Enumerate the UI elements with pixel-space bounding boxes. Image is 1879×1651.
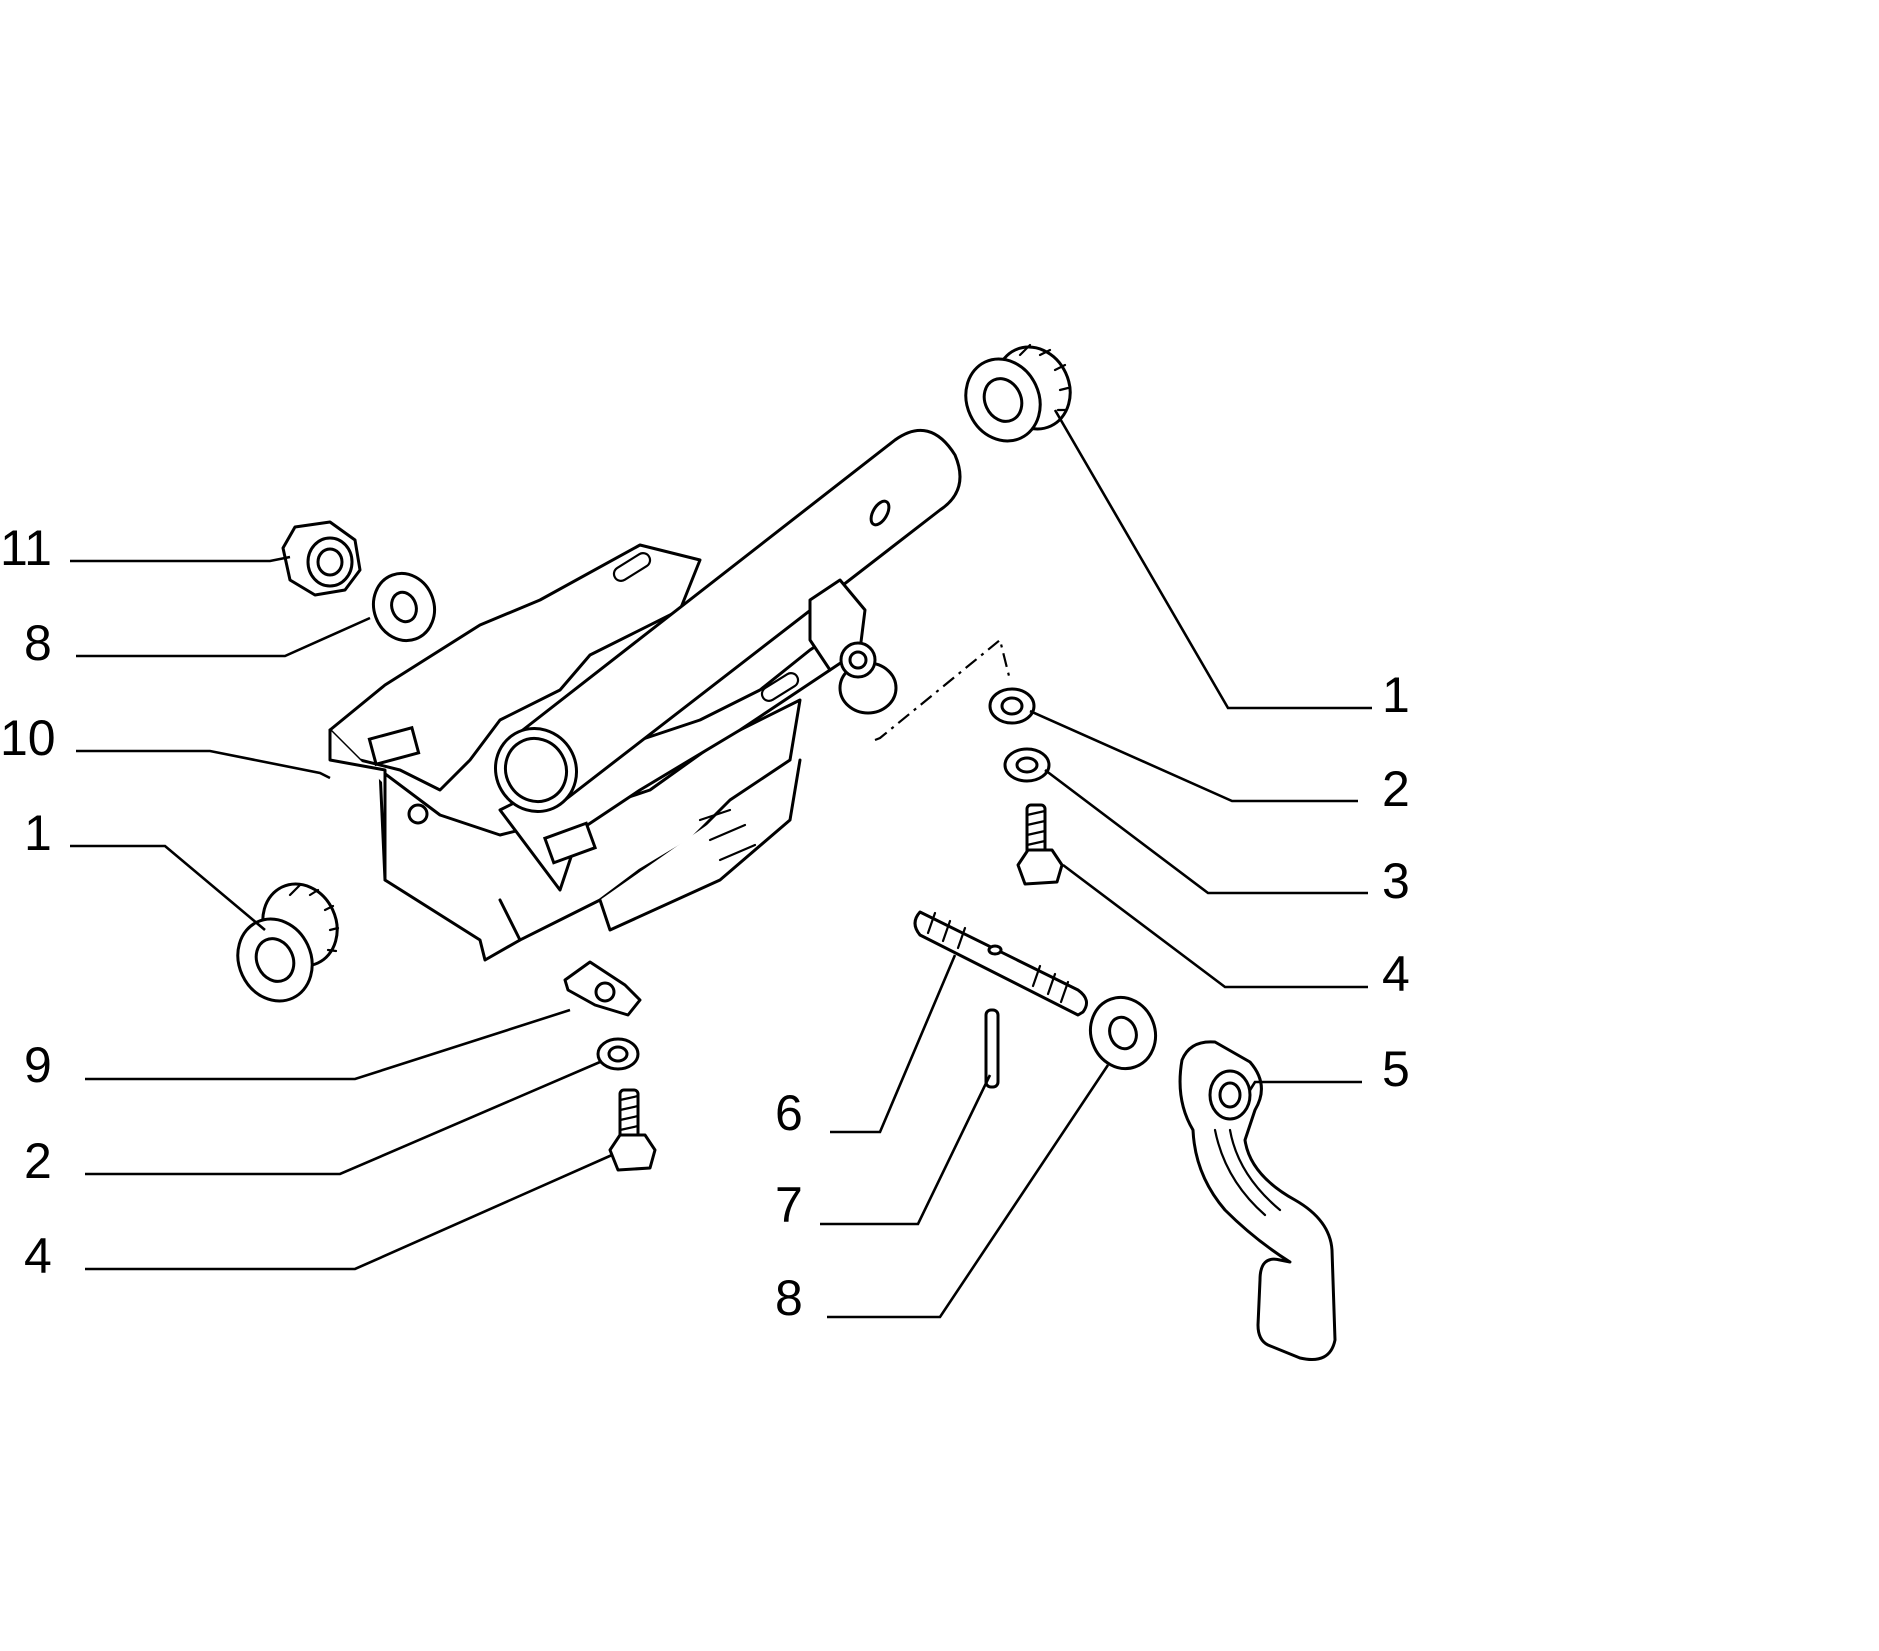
assembly-axis-line: [874, 638, 1012, 742]
bolt-lower: [608, 1088, 657, 1172]
spring-washer-right-hole: [1000, 696, 1024, 716]
washer-right: [1089, 995, 1157, 1071]
callout-3: 3: [1382, 853, 1410, 909]
spring-washer-lower-hole: [607, 1045, 629, 1063]
release-lever: [1178, 1040, 1337, 1361]
bushing-lower: [236, 882, 340, 1003]
roll-pin: [984, 1008, 1000, 1089]
callout-4-left: 4: [24, 1228, 52, 1284]
threaded-pin: [913, 910, 1089, 1017]
washer-left: [372, 571, 436, 643]
callout-8-left: 8: [24, 615, 52, 671]
callout-9: 9: [24, 1037, 52, 1093]
callout-6: 6: [775, 1085, 803, 1141]
bolt-right: [1016, 803, 1064, 886]
bracket-stud: [838, 641, 898, 715]
callout-5: 5: [1382, 1041, 1410, 1097]
column-bracket: [328, 543, 842, 962]
callout-10: 10: [0, 710, 56, 766]
callout-1-left: 1: [24, 805, 52, 861]
nut: [281, 520, 362, 597]
leader-lines: [70, 409, 1372, 1319]
callout-labels: 11 8 10 1 9 2 4 1 2 3 4 5 6 7 8: [0, 520, 1410, 1326]
steering-tube: [493, 429, 962, 814]
callout-11: 11: [0, 520, 52, 576]
cage-nut: [563, 960, 642, 1017]
callout-7: 7: [775, 1177, 803, 1233]
bushing-upper: [964, 343, 1072, 443]
callout-2-left: 2: [24, 1133, 52, 1189]
callout-4-right: 4: [1382, 946, 1410, 1002]
callout-1-right: 1: [1382, 667, 1410, 723]
callout-2-right: 2: [1382, 761, 1410, 817]
callout-8-right: 8: [775, 1270, 803, 1326]
flat-washer-hole: [1015, 756, 1039, 774]
